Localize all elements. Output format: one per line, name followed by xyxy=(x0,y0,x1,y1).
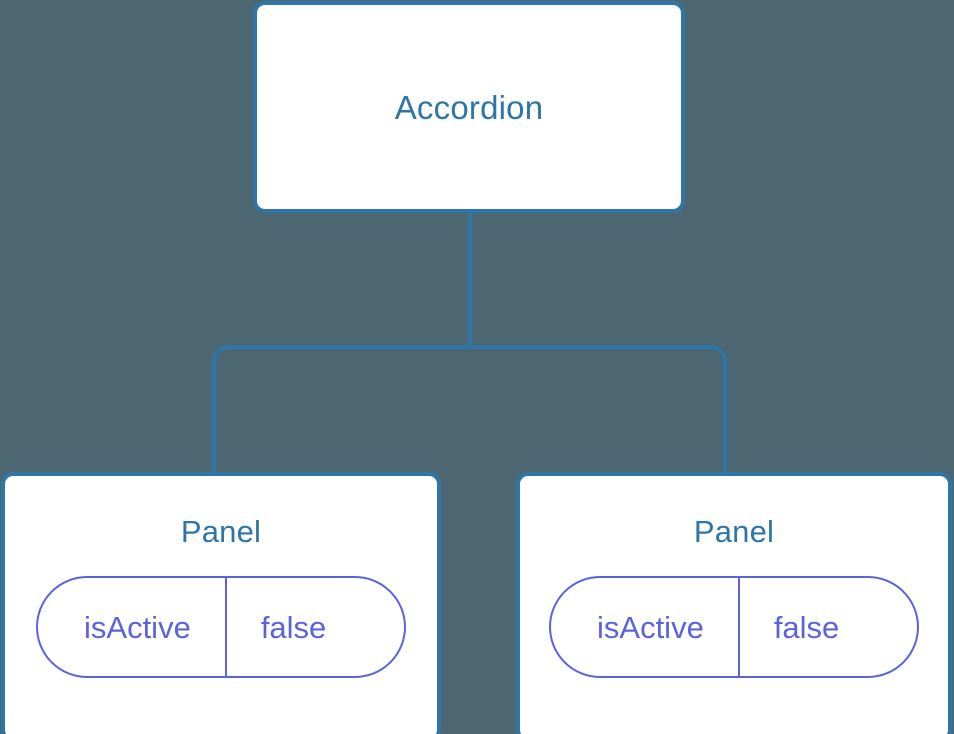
node-panel-2-label: Panel xyxy=(693,514,775,549)
prop-key-is-active: isActive xyxy=(597,609,704,645)
prop-value-is-active: false xyxy=(224,578,372,676)
node-panel-1-label: Panel xyxy=(180,514,262,549)
connector-branch-right xyxy=(470,345,727,474)
node-panel-2[interactable]: Panel isActive false xyxy=(516,472,952,734)
node-panel-1[interactable]: Panel isActive false xyxy=(1,472,441,734)
prop-pill-panel-2[interactable]: isActive false xyxy=(549,576,919,678)
prop-key-is-active: isActive xyxy=(84,609,191,645)
connector-branch-left xyxy=(212,345,470,474)
node-accordion[interactable]: Accordion xyxy=(253,1,685,213)
node-accordion-label: Accordion xyxy=(394,88,544,126)
prop-value-is-active: false xyxy=(737,578,885,676)
prop-pill-panel-1[interactable]: isActive false xyxy=(36,576,406,678)
